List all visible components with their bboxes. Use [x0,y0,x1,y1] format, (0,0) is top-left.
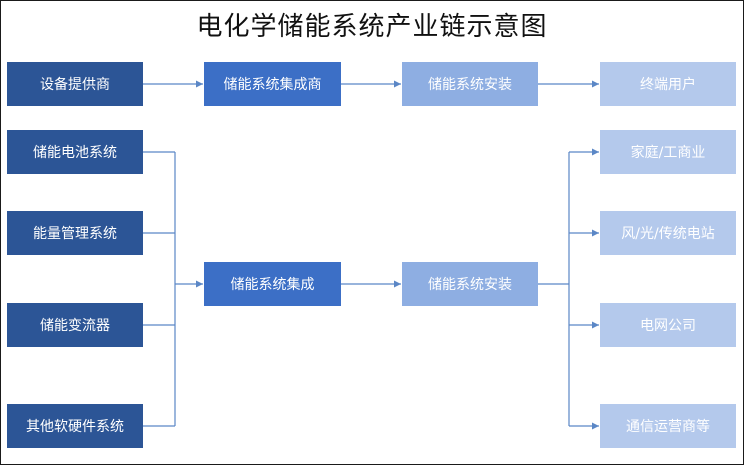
box-home-commercial: 家庭/工商业 [600,130,736,174]
box-label: 风/光/传统电站 [621,226,715,242]
box-telecom-operators: 通信运营商等 [600,404,736,448]
box-grid-company: 电网公司 [600,303,736,347]
box-power-stations: 风/光/传统电站 [600,211,736,255]
box-system-integration: 储能系统集成 [204,262,341,306]
box-other-hardware-software: 其他软硬件系统 [7,404,143,448]
box-system-installer-top: 储能系统安装 [402,62,538,106]
box-end-user: 终端用户 [600,62,736,106]
box-label: 通信运营商等 [626,419,710,435]
box-label: 终端用户 [640,77,696,93]
diagram-title: 电化学储能系统产业链示意图 [196,12,548,42]
box-power-converter: 储能变流器 [7,303,143,347]
box-system-installation: 储能系统安装 [402,262,538,306]
box-equipment-supplier: 设备提供商 [7,62,143,106]
box-label: 能量管理系统 [33,226,117,242]
box-label: 储能电池系统 [33,145,117,161]
box-label: 储能系统安装 [428,277,512,293]
box-label: 家庭/工商业 [630,145,706,161]
box-system-integrator: 储能系统集成商 [204,62,341,106]
box-battery-system: 储能电池系统 [7,130,143,174]
box-label: 储能系统集成商 [223,77,322,93]
box-label: 储能变流器 [40,318,110,334]
box-label: 储能系统安装 [428,77,512,93]
box-label: 电网公司 [640,318,696,334]
box-label: 其他软硬件系统 [26,419,124,435]
box-label: 储能系统集成 [230,277,315,293]
box-energy-management-system: 能量管理系统 [7,211,143,255]
box-label: 设备提供商 [40,77,110,93]
